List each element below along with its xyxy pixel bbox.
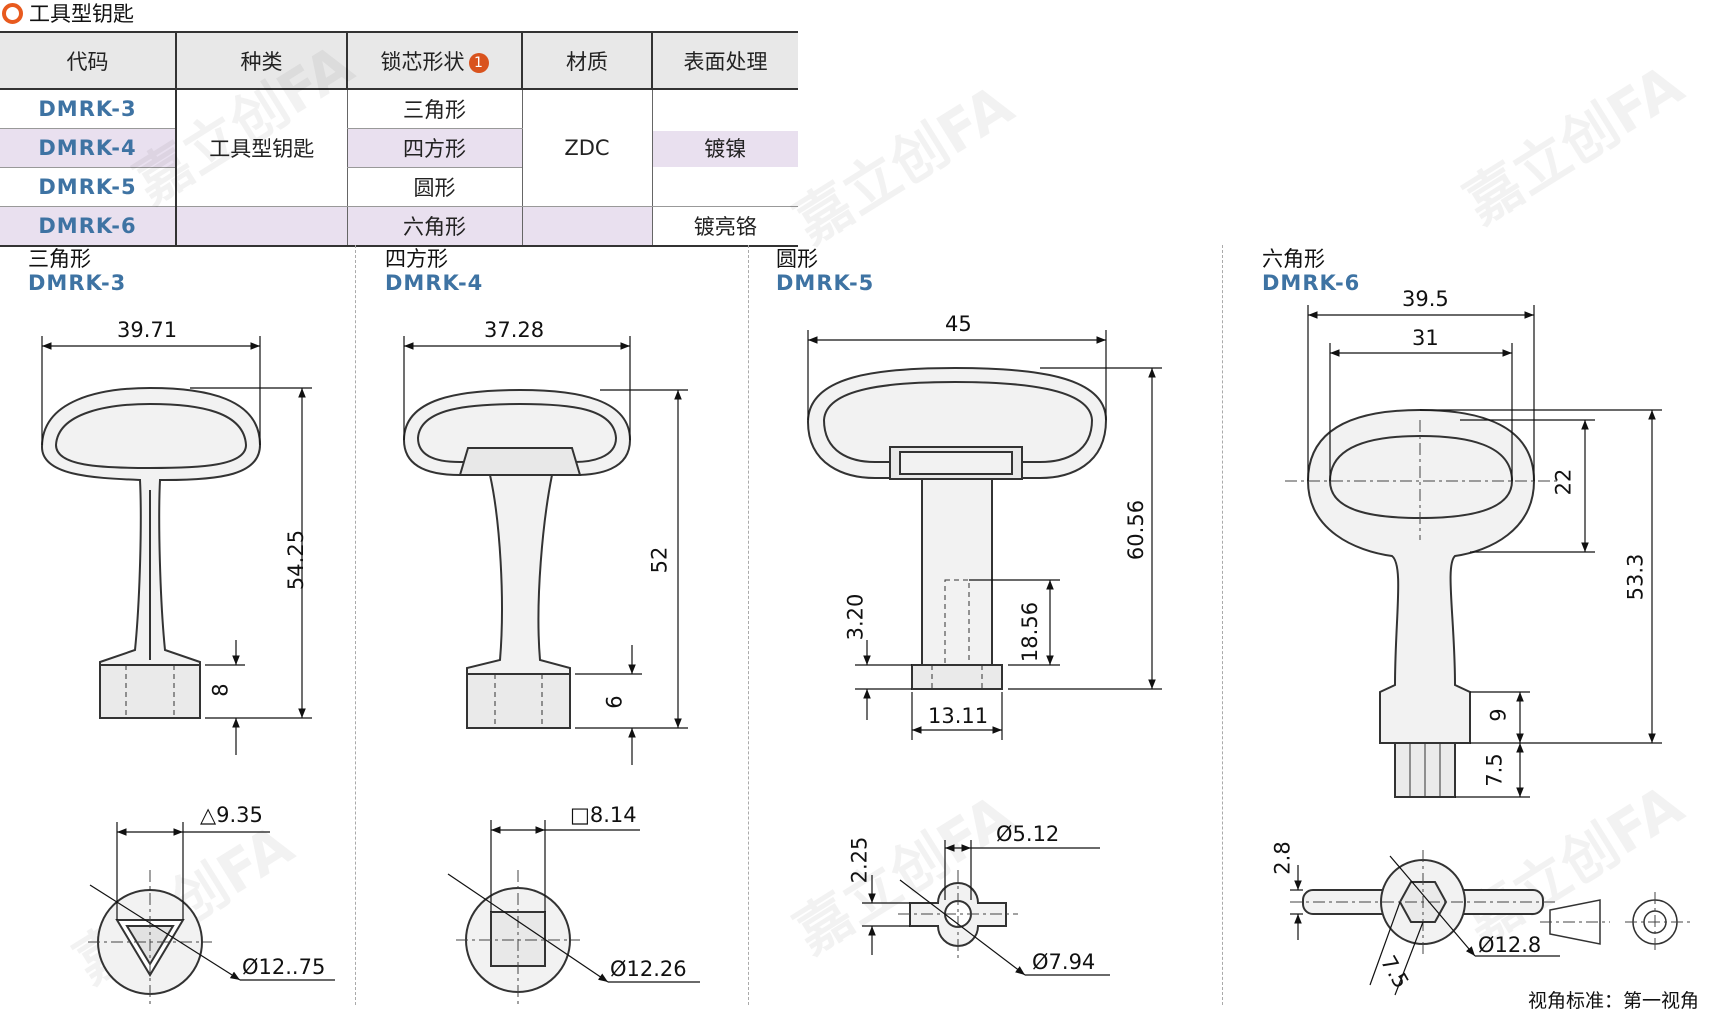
dim-label: 37.28 xyxy=(484,318,545,342)
cell-shape: 四方形 xyxy=(346,128,522,168)
title-text: 工具型钥匙 xyxy=(29,2,134,26)
section-code: DMRK-4 xyxy=(385,271,484,295)
header-finish: 表面处理 xyxy=(651,31,798,90)
dim-label: Ø12.26 xyxy=(610,957,687,981)
header-code: 代码 xyxy=(0,31,176,90)
section-code: DMRK-3 xyxy=(28,271,127,295)
dim-label: 9 xyxy=(1486,708,1511,722)
column-divider xyxy=(1222,245,1223,1005)
key-drawing-6 xyxy=(1302,408,1678,945)
dim-label: 2.8 xyxy=(1270,841,1295,875)
dim-label: 31 xyxy=(1412,326,1439,350)
column-divider xyxy=(355,245,356,1005)
dim-label: 45 xyxy=(945,312,972,336)
dim-label: 7.5 xyxy=(1482,753,1507,787)
section-code: DMRK-6 xyxy=(1262,271,1361,295)
dim-label: 2.25 xyxy=(847,836,872,884)
cell-code: DMRK-3 xyxy=(0,89,177,129)
column-divider xyxy=(748,245,749,1005)
cell-material-empty xyxy=(521,206,652,247)
dim-label: 8 xyxy=(208,683,233,697)
dim-label: Ø12.8 xyxy=(1478,933,1542,957)
dim-label: 53.3 xyxy=(1623,553,1648,601)
circle-bullet-icon xyxy=(2,2,23,24)
section-title: 工具型钥匙 xyxy=(0,0,134,26)
cell-shape: 三角形 xyxy=(346,89,522,129)
dim-label: 39.5 xyxy=(1402,287,1449,311)
section-name: 圆形 xyxy=(776,247,818,271)
cell-type: 工具型钥匙 xyxy=(175,89,347,207)
dim-label: 54.25 xyxy=(284,529,309,591)
dim-label: Ø7.94 xyxy=(1032,950,1096,974)
cell-code: DMRK-6 xyxy=(0,206,177,247)
section-name: 三角形 xyxy=(28,247,91,271)
dim-label: 22 xyxy=(1551,468,1576,496)
cell-shape: 圆形 xyxy=(346,167,522,207)
dim-label: 6 xyxy=(602,695,627,709)
dim-label: 52 xyxy=(647,546,672,574)
section-code: DMRK-5 xyxy=(776,271,875,295)
cell-code: DMRK-4 xyxy=(0,128,177,168)
cell-type-empty xyxy=(175,206,347,247)
dim-label: □8.14 xyxy=(570,803,637,827)
key-drawing-4 xyxy=(402,388,632,993)
header-type: 种类 xyxy=(175,31,347,90)
cell-finish-group: 镀镍 xyxy=(651,89,798,207)
projection-note: 视角标准：第一视角 xyxy=(1527,990,1699,1012)
cell-finish: 镀亮铬 xyxy=(651,206,798,247)
dim-label: 60.56 xyxy=(1124,499,1149,561)
dim-label: 18.56 xyxy=(1018,601,1043,663)
dim-label: 13.11 xyxy=(928,704,989,728)
cell-shape: 六角形 xyxy=(346,206,522,247)
cell-material: ZDC xyxy=(521,89,652,207)
dim-label: 39.71 xyxy=(117,318,178,342)
key-drawing-5 xyxy=(806,366,1108,947)
key-drawing-3 xyxy=(40,386,262,995)
table-row: DMRK-3 工具型钥匙 三角形 ZDC 镀镍 xyxy=(0,89,798,207)
table-row: DMRK-6 六角形 镀亮铬 xyxy=(0,206,798,247)
header-shape-label: 锁芯形状 xyxy=(380,49,465,74)
cell-code: DMRK-5 xyxy=(0,167,177,207)
table-row: DMRK-5 圆形 xyxy=(0,167,798,207)
note-badge: 1 xyxy=(468,52,489,73)
section-name: 六角形 xyxy=(1262,247,1325,271)
dim-label: Ø5.12 xyxy=(996,822,1060,846)
table-row: DMRK-4 四方形 xyxy=(0,128,798,168)
dim-label: △9.35 xyxy=(200,803,263,827)
dim-label: Ø12..75 xyxy=(242,955,326,979)
header-material: 材质 xyxy=(521,31,652,90)
section-name: 四方形 xyxy=(385,247,448,271)
dim-label: 3.20 xyxy=(843,593,868,641)
cell-finish: 镀镍 xyxy=(652,130,798,167)
